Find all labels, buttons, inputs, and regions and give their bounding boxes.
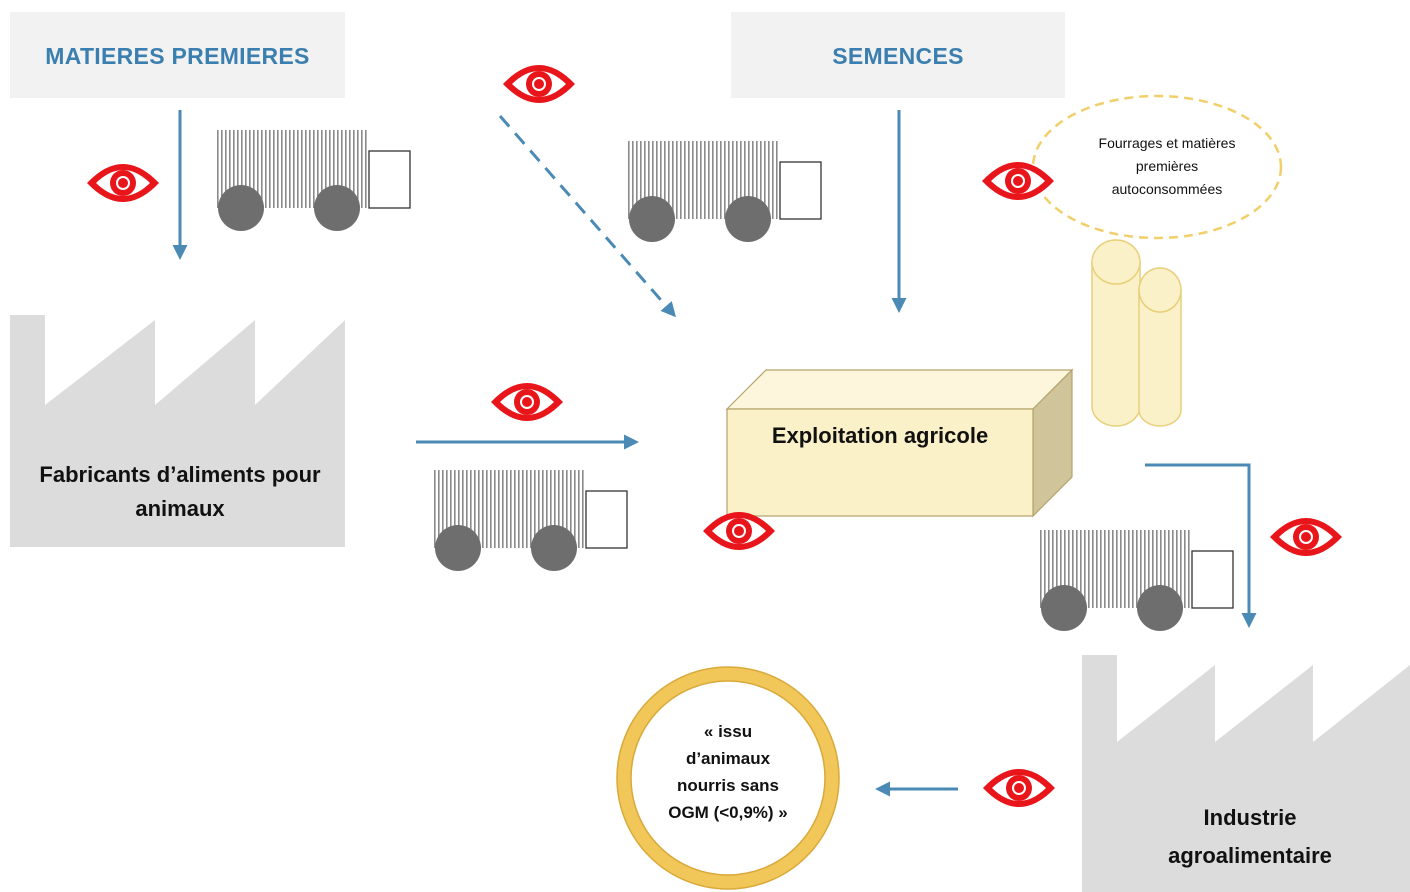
badge-line: « issu — [703, 722, 753, 741]
eye-icon — [983, 769, 1055, 807]
raw-materials-label: MATIERES PREMIERES — [45, 43, 310, 69]
badge-line: nourris sans — [676, 776, 780, 795]
self-consumed-ellipse — [1031, 94, 1283, 240]
truck-icon — [216, 129, 411, 232]
eye-icon — [87, 164, 159, 202]
arrow-farm-to-industry — [1145, 463, 1257, 628]
seeds-label: SEMENCES — [832, 43, 964, 69]
arrow-raw-to-farm-dashed — [498, 115, 676, 318]
badge-line: OGM (<0,9%) » — [668, 803, 788, 822]
farm-box — [725, 368, 1074, 518]
farm-label: Exploitation agricole — [771, 423, 989, 448]
eye-icon — [491, 383, 563, 421]
badge-line: d’animaux — [685, 749, 771, 768]
seeds-box — [731, 12, 1065, 98]
self-consumed-label: Fourrages et matières premières autocons… — [1098, 135, 1236, 197]
feed-makers-label: Fabricants d’aliments pour animaux — [39, 462, 321, 521]
eye-icon — [1270, 518, 1342, 556]
factory-icon — [10, 315, 345, 547]
eye-icon — [503, 65, 575, 103]
eye-icon — [703, 512, 775, 550]
label-badge-ring — [617, 667, 839, 889]
label-badge-text: « issu d’animaux nourris sans OGM (<0,9%… — [648, 718, 808, 826]
truck-icon — [433, 469, 628, 572]
truck-icon — [1039, 529, 1234, 632]
eye-icon — [982, 162, 1054, 200]
factory-icon — [1082, 655, 1410, 892]
food-industry-label: Industrie agroalimentaire — [1168, 805, 1332, 868]
truck-icon — [627, 140, 822, 243]
raw-materials-box — [10, 12, 345, 98]
hay-bale-icon — [1091, 239, 1182, 427]
